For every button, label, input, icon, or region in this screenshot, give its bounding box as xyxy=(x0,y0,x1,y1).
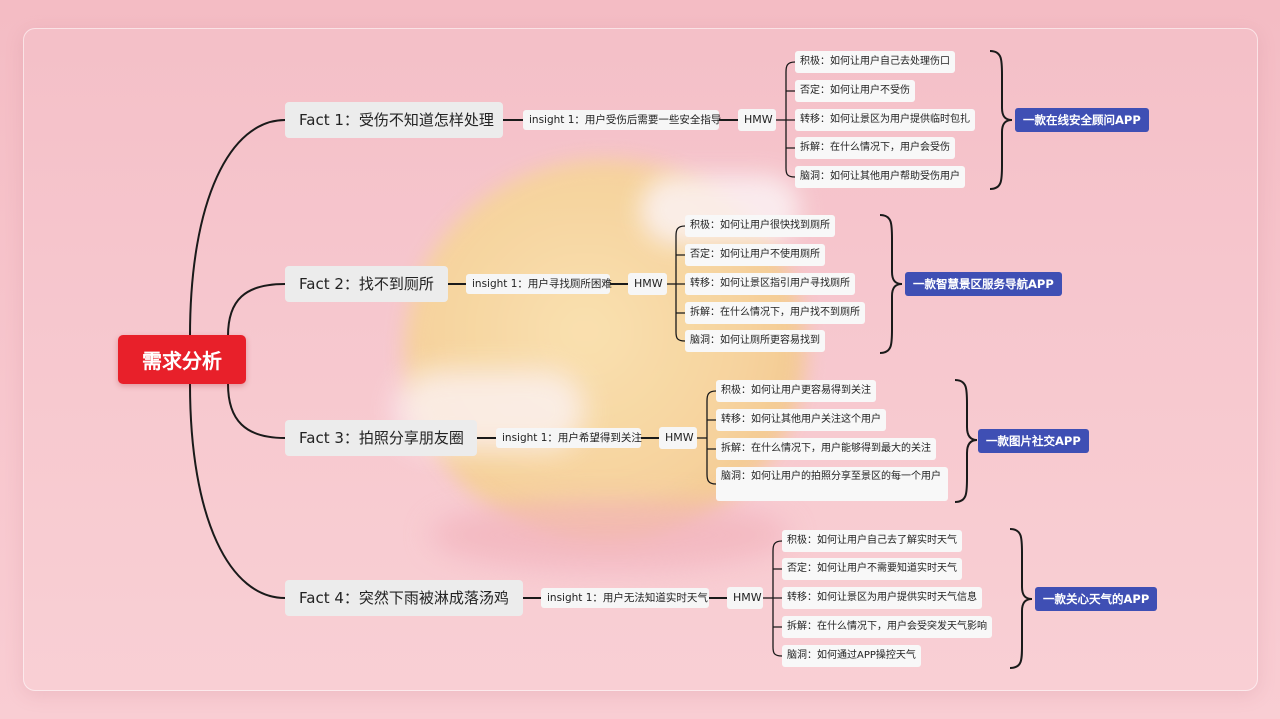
brace-2 xyxy=(879,214,903,354)
idea-node[interactable]: 转移：如何让景区为用户提供临时包扎 xyxy=(795,109,975,131)
idea-node[interactable]: 拆解：在什么情况下，用户会受突发天气影响 xyxy=(782,616,992,638)
brace-4 xyxy=(1009,528,1033,669)
fact-node-1[interactable]: Fact 1：受伤不知道怎样处理 xyxy=(285,102,503,138)
hmw-node-4[interactable]: HMW xyxy=(727,587,763,609)
conclusion-node-4[interactable]: 一款关心天气的APP xyxy=(1035,587,1158,611)
branch2-ticks xyxy=(676,254,685,314)
fact-node-2[interactable]: Fact 2：找不到厕所 xyxy=(285,266,448,302)
brace-3 xyxy=(954,379,978,503)
conclusion-node-2[interactable]: 一款智慧景区服务导航APP xyxy=(905,272,1062,296)
idea-node[interactable]: 脑洞：如何让其他用户帮助受伤用户 xyxy=(795,166,965,188)
insight-node-2[interactable]: insight 1：用户寻找厕所困难 xyxy=(466,274,612,294)
insight-node-4[interactable]: insight 1：用户无法知道实时天气 xyxy=(541,588,709,608)
idea-node[interactable]: 积极：如何让用户自己去处理伤口 xyxy=(795,51,955,73)
idea-node[interactable]: 脑洞：如何让用户的拍照分享至景区的每一个用户 xyxy=(716,467,948,501)
insight-node-3[interactable]: insight 1：用户希望得到关注 xyxy=(496,428,642,448)
root-to-fact4-line xyxy=(189,383,286,599)
idea-node[interactable]: 积极：如何让用户更容易得到关注 xyxy=(716,380,876,402)
branch3-ticks xyxy=(707,419,716,450)
idea-node[interactable]: 积极：如何让用户很快找到厕所 xyxy=(685,215,835,237)
brace-1 xyxy=(989,50,1013,190)
insight-node-1[interactable]: insight 1：用户受伤后需要一些安全指导 xyxy=(523,110,721,130)
branch4-trunk xyxy=(772,540,783,657)
idea-node[interactable]: 拆解：在什么情况下，用户能够得到最大的关注 xyxy=(716,438,936,460)
idea-node[interactable]: 拆解：在什么情况下，用户找不到厕所 xyxy=(685,302,865,324)
idea-node[interactable]: 脑洞：如何通过APP操控天气 xyxy=(782,645,921,667)
conclusion-node-1[interactable]: 一款在线安全顾问APP xyxy=(1015,108,1149,132)
root-node[interactable]: 需求分析 xyxy=(118,335,246,384)
idea-node[interactable]: 否定：如何让用户不受伤 xyxy=(795,80,915,102)
root-to-fact1-line xyxy=(189,119,286,337)
branch3-trunk xyxy=(706,390,717,485)
idea-node[interactable]: 转移：如何让景区为用户提供实时天气信息 xyxy=(782,587,982,609)
idea-node[interactable]: 否定：如何让用户不使用厕所 xyxy=(685,244,825,266)
background-plate-shape xyxy=(430,500,790,570)
hmw-node-2[interactable]: HMW xyxy=(628,273,667,295)
idea-node[interactable]: 转移：如何让其他用户关注这个用户 xyxy=(716,409,886,431)
hmw-node-3[interactable]: HMW xyxy=(659,427,697,449)
root-to-fact3-line xyxy=(227,383,286,439)
idea-node[interactable]: 拆解：在什么情况下，用户会受伤 xyxy=(795,137,955,159)
conclusion-node-3[interactable]: 一款图片社交APP xyxy=(978,429,1089,453)
idea-node[interactable]: 否定：如何让用户不需要知道实时天气 xyxy=(782,558,962,580)
idea-node[interactable]: 脑洞：如何让厕所更容易找到 xyxy=(685,330,825,352)
branch1-ticks xyxy=(786,90,795,149)
fact-node-3[interactable]: Fact 3：拍照分享朋友圈 xyxy=(285,420,477,456)
branch4-ticks xyxy=(773,568,782,628)
hmw-node-1[interactable]: HMW xyxy=(738,109,776,131)
fact-node-4[interactable]: Fact 4：突然下雨被淋成落汤鸡 xyxy=(285,580,523,616)
root-to-fact2-line xyxy=(227,283,286,337)
idea-node[interactable]: 转移：如何让景区指引用户寻找厕所 xyxy=(685,273,855,295)
idea-node[interactable]: 积极：如何让用户自己去了解实时天气 xyxy=(782,530,962,552)
